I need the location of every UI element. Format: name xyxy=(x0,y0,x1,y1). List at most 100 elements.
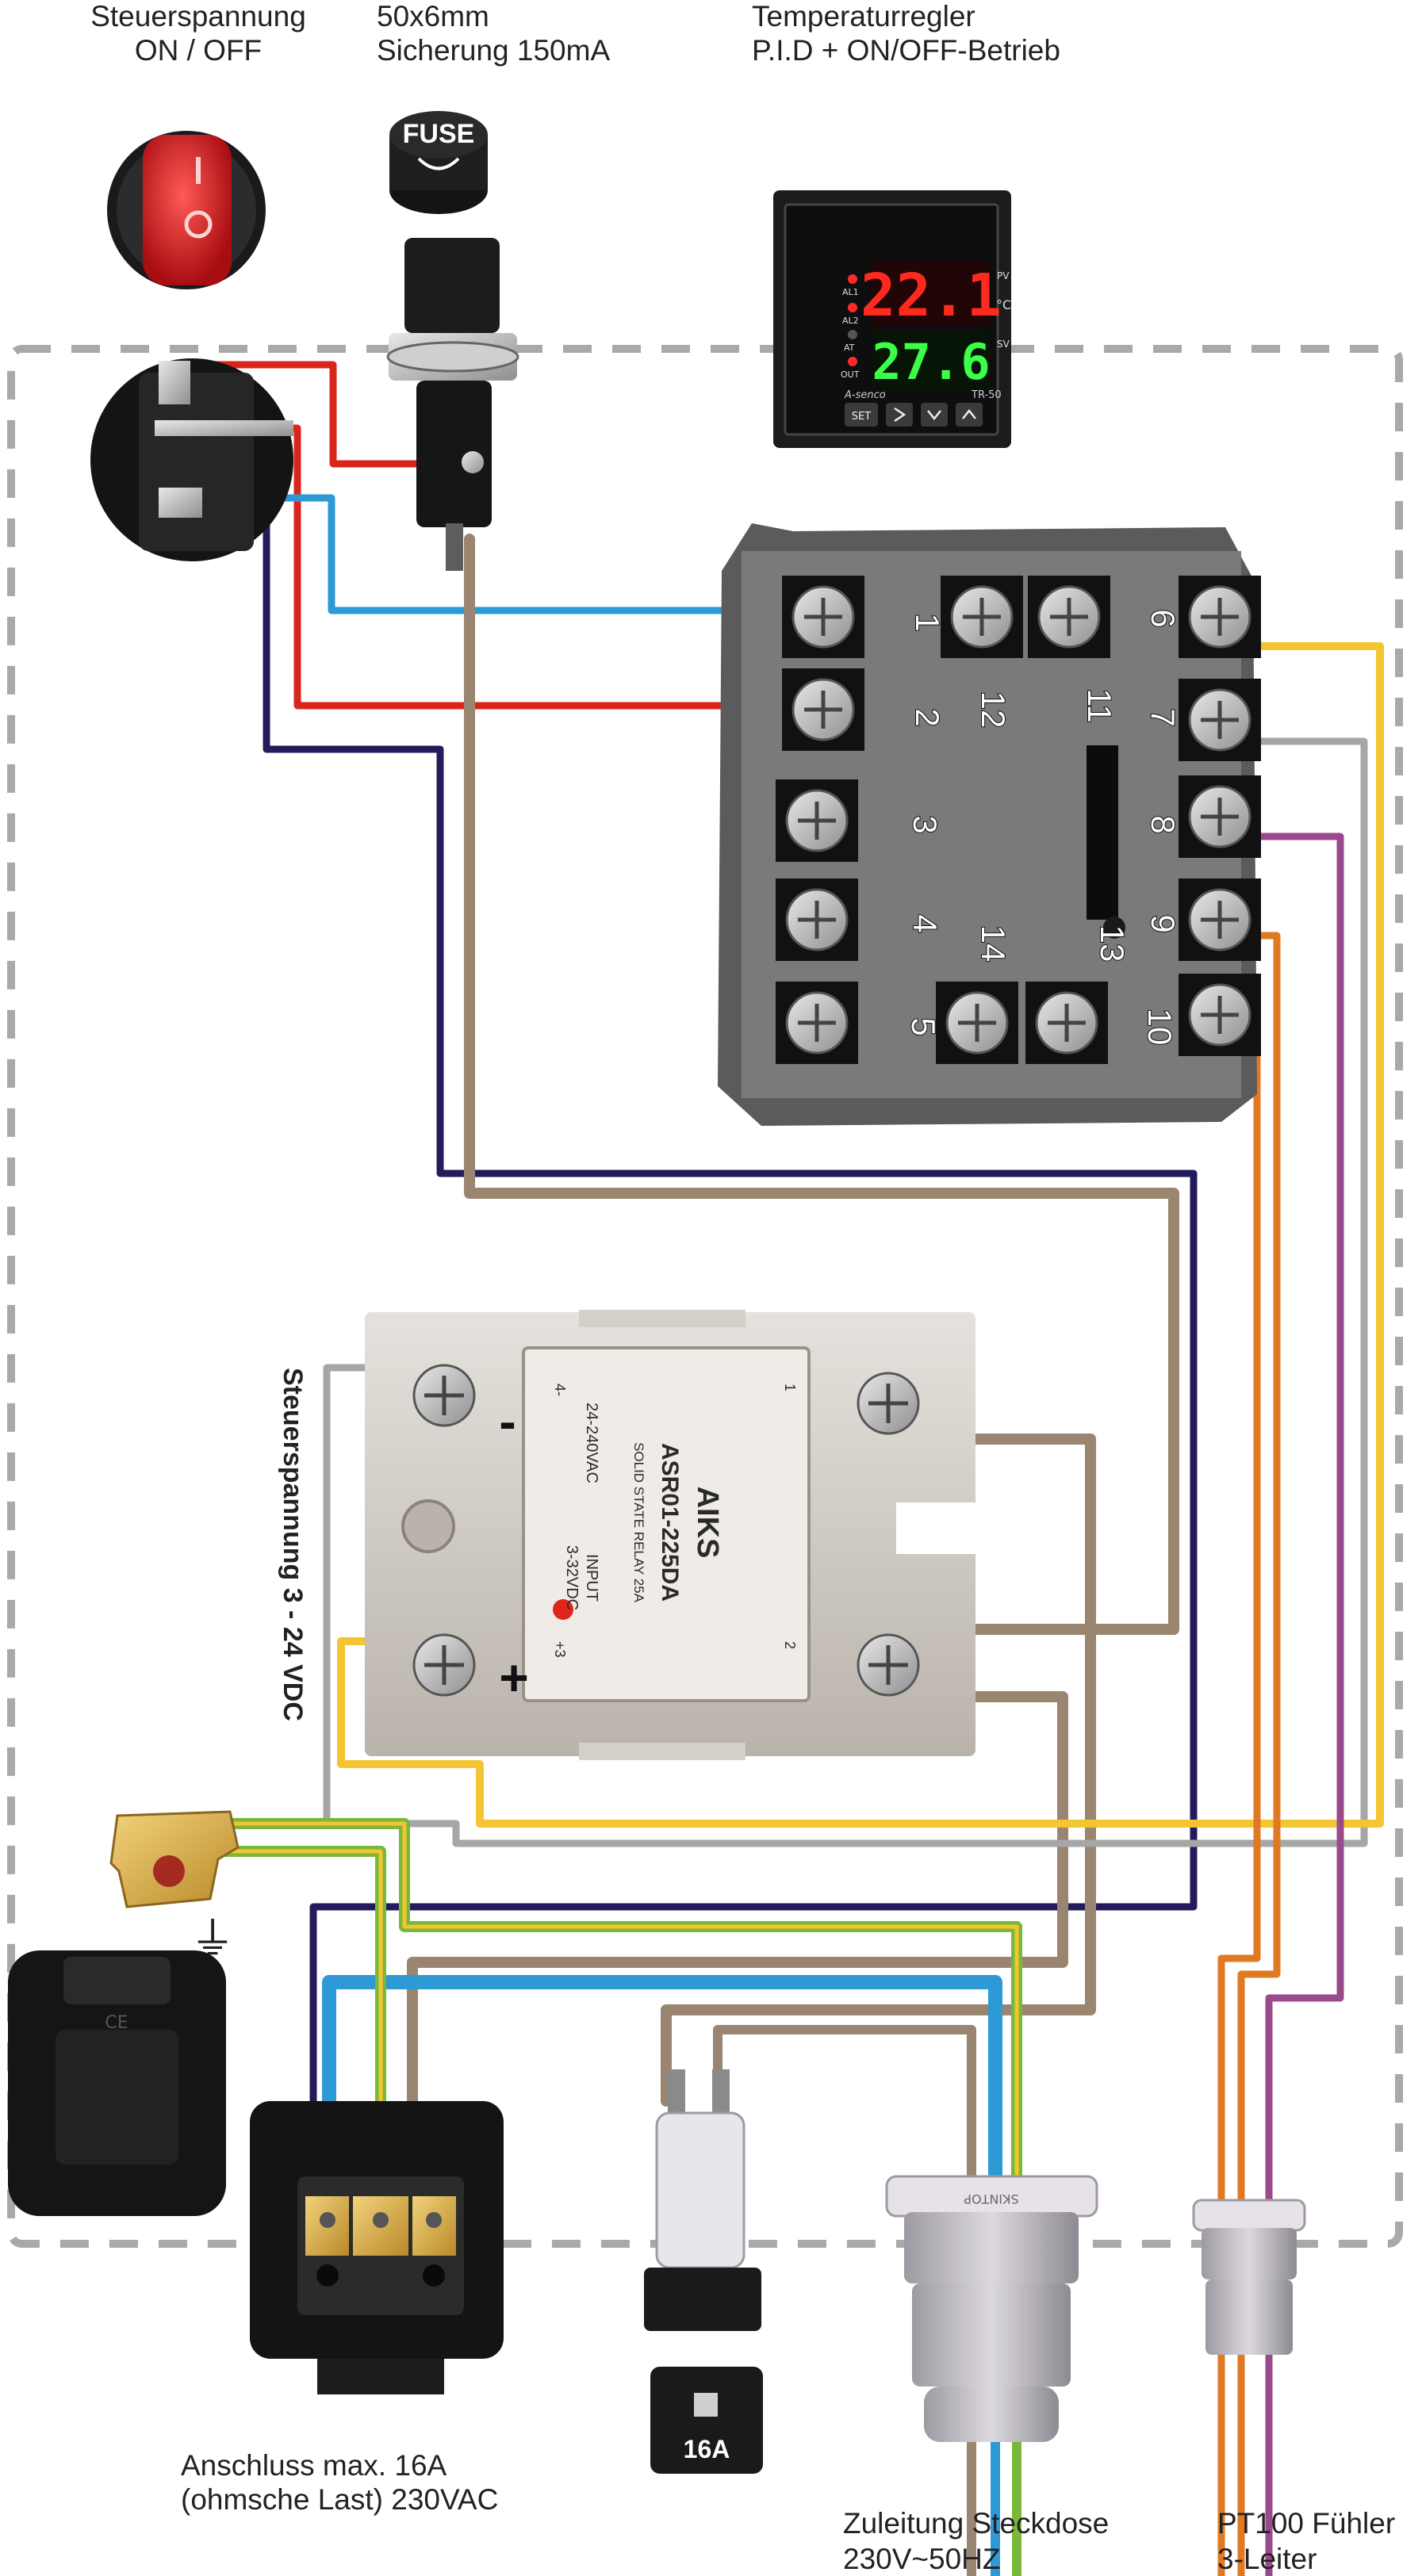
terminal-number-1: 1 xyxy=(909,613,946,631)
gland-text: SKINTOP xyxy=(964,2191,1019,2207)
set-key-label: SET xyxy=(852,411,871,423)
terminal-screw xyxy=(1179,576,1261,658)
controller-model: TR-50 xyxy=(971,389,1002,401)
ssr-pin-minus: 4- xyxy=(552,1384,568,1396)
terminal-number-10: 10 xyxy=(1141,1009,1179,1046)
controller-label-line2: P.I.D + ON/OFF-Betrieb xyxy=(752,34,1060,67)
wire-brown-breaker xyxy=(713,2025,976,2185)
terminal-screws xyxy=(776,576,1261,1064)
switch-label-line1: Steuerspannung xyxy=(90,0,306,33)
rocker-switch-front xyxy=(107,131,266,289)
wire-blue-switch-t1 xyxy=(185,494,805,614)
wire-blue-socket xyxy=(322,1975,1002,2195)
breaker-rating: 16A xyxy=(684,2435,730,2463)
socket-cover: CE xyxy=(8,1950,226,2216)
wire-brown-ssr1-supply xyxy=(661,1433,1096,2107)
wire-brown-fuse-ssr1 xyxy=(464,534,1179,1635)
ssr-screw-load-1 xyxy=(857,1372,920,1435)
supply-label-line1: Zuleitung Steckdose xyxy=(843,2507,1109,2540)
indicator-al2: AL2 xyxy=(842,316,859,326)
power-socket xyxy=(250,2101,504,2394)
switch-label-line2: ON / OFF xyxy=(135,34,262,67)
ssr-pin-plus: +3 xyxy=(552,1641,568,1658)
solid-state-relay: AIKS ASR01-225DA SOLID STATE RELAY 25A 2… xyxy=(365,1310,983,1760)
indicator-out: OUT xyxy=(841,369,860,380)
sv-display: 27.6 xyxy=(872,333,990,391)
terminal-screw xyxy=(782,668,864,751)
sensor-label-line1: PT100 Fühler xyxy=(1217,2507,1395,2540)
up-key xyxy=(956,403,983,427)
terminal-number-8: 8 xyxy=(1144,815,1182,833)
temperature-controller: AL1 AL2 AT OUT 22.1 PV °C 27.6 SV A-senc… xyxy=(773,190,1011,448)
ssr-screw-minus xyxy=(412,1364,476,1427)
fuse-label-line2: Sicherung 150mA xyxy=(377,34,610,67)
wire-gray xyxy=(323,737,1368,1847)
ssr-plus-mark: + xyxy=(499,1649,528,1706)
ssr-side-label: Steuerspannung 3 - 24 VDC xyxy=(278,1368,308,1721)
wire-navy xyxy=(185,507,1198,2145)
fuse-holder xyxy=(386,238,519,571)
terminal-number-2: 2 xyxy=(909,708,946,726)
wire-purple xyxy=(1221,833,1344,2576)
ssr-input-range: 3-32VDC xyxy=(563,1545,581,1610)
supply-cable-gland: SKINTOP xyxy=(885,2175,1098,2442)
terminal-screw xyxy=(1179,878,1261,961)
terminal-screw xyxy=(776,779,858,862)
sensor-label-line2: 3-Leiter xyxy=(1217,2543,1317,2575)
ssr-type: SOLID STATE RELAY 25A xyxy=(631,1442,646,1603)
pv-tag: PV xyxy=(997,270,1010,281)
ssr-pin-2: 2 xyxy=(782,1641,798,1649)
indicator-al1: AL1 xyxy=(842,287,859,297)
sv-tag: SV xyxy=(997,339,1010,350)
fuse-label-line1: 50x6mm xyxy=(377,0,489,33)
fuse-cap-text: FUSE xyxy=(403,119,475,149)
wiring xyxy=(161,361,1384,2576)
supply-label-line2: 230V~50HZ xyxy=(843,2543,1001,2575)
terminal-screw xyxy=(1179,679,1261,761)
down-key xyxy=(921,403,948,427)
terminal-number-4: 4 xyxy=(906,914,944,932)
terminal-screw xyxy=(1028,576,1110,658)
ssr-model: ASR01-225DA xyxy=(657,1443,683,1602)
ssr-input-label: INPUT xyxy=(583,1554,600,1602)
socket-label-line1: Anschluss max. 16A xyxy=(181,2449,447,2482)
terminal-number-14: 14 xyxy=(975,925,1012,963)
fuse-cap: FUSE xyxy=(389,111,488,214)
terminal-number-7: 7 xyxy=(1144,708,1182,726)
terminal-screw xyxy=(936,982,1018,1064)
terminal-number-13: 13 xyxy=(1094,925,1131,963)
terminal-screw xyxy=(1179,974,1261,1056)
terminal-screw xyxy=(1025,982,1108,1064)
ssr-led xyxy=(553,1599,573,1620)
controller-brand: A-senco xyxy=(844,389,886,401)
terminal-number-12: 12 xyxy=(975,691,1012,729)
wire-brown-ssr2-socket xyxy=(407,1691,1068,2146)
ssr-screw-plus xyxy=(412,1633,476,1697)
rocker-switch-rear xyxy=(90,358,293,561)
terminal-number-11: 11 xyxy=(1081,688,1118,723)
terminal-screw xyxy=(782,576,864,658)
wire-red-switch-fuse xyxy=(172,361,452,468)
shift-key xyxy=(886,403,913,427)
earth-clamp: ⏚ xyxy=(109,1810,240,1965)
pv-display: 22.1 xyxy=(860,262,1002,330)
sensor-cable-gland xyxy=(1192,2199,1306,2355)
ce-mark: CE xyxy=(105,2013,128,2033)
terminal-screw xyxy=(776,982,858,1064)
ssr-pin-1: 1 xyxy=(782,1384,798,1391)
terminal-screw xyxy=(941,576,1023,658)
terminal-number-6: 6 xyxy=(1144,609,1182,627)
terminal-number-3: 3 xyxy=(906,815,944,833)
circuit-breaker: 16A xyxy=(644,2069,763,2474)
ssr-load-range: 24-240VAC xyxy=(583,1403,600,1483)
terminal-screw xyxy=(1179,775,1261,858)
set-key xyxy=(845,403,878,427)
wire-yellow xyxy=(337,642,1384,1828)
terminal-number-9: 9 xyxy=(1144,914,1182,932)
controller-label-line1: Temperaturregler xyxy=(752,0,975,33)
socket-label-line2: (ohmsche Last) 230VAC xyxy=(181,2483,498,2516)
unit-label: °C xyxy=(996,297,1011,312)
